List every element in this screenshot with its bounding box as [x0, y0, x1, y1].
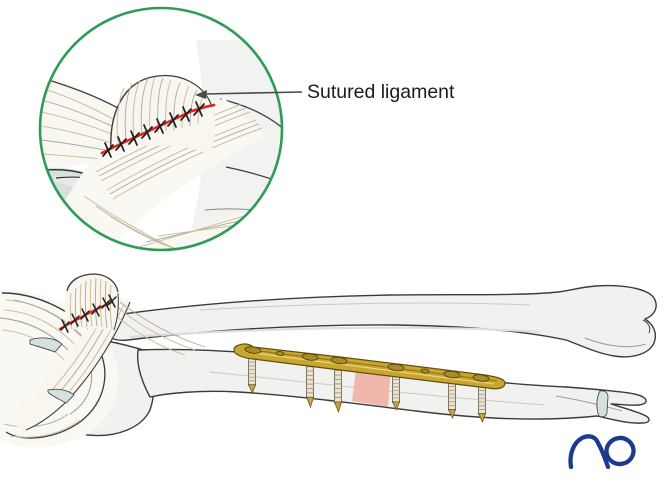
sutured-ligament-inset	[38, 6, 284, 252]
inset-artwork	[41, 9, 281, 249]
callout-label: Sutured ligament	[307, 81, 455, 103]
ao-logo-letter-o	[604, 435, 636, 467]
leader-arrow-icon	[195, 90, 207, 99]
ao-logo-letter-a	[568, 434, 611, 470]
suture-stitches-main	[60, 294, 117, 333]
inset-border-circle	[38, 6, 284, 252]
distal-cartilage	[596, 390, 609, 418]
inset-ligament-cuff	[109, 75, 216, 154]
cartilage-patches	[29, 337, 75, 404]
ao-logo: AO	[568, 434, 636, 470]
elbow-ligament-complex	[0, 273, 206, 448]
plate-screw-heads	[244, 346, 490, 382]
suture-stitches-inset	[102, 101, 205, 158]
callout-leader-line	[195, 90, 303, 99]
ulna-bone	[95, 284, 657, 358]
fixation-plate	[233, 343, 506, 390]
forearm-illustration	[0, 273, 657, 448]
